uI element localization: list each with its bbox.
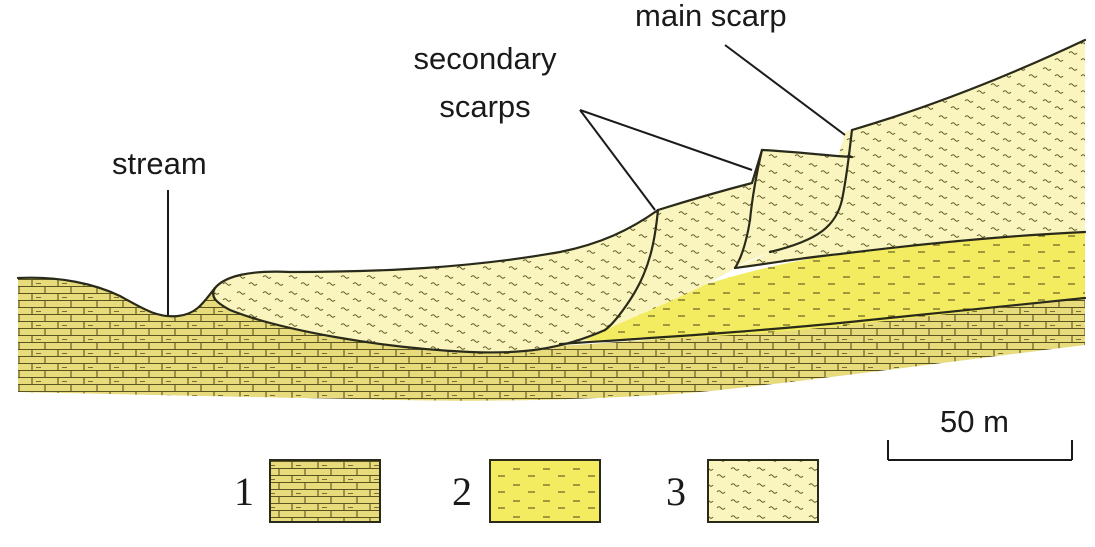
secondary-scarps-label-line1: secondary [413, 41, 557, 76]
legend-swatch-3 [707, 459, 819, 523]
legend-swatch-1 [269, 459, 381, 523]
slump-block-middle [605, 183, 752, 330]
legend-number-1: 1 [234, 469, 254, 514]
upper-slope-surface [850, 38, 1087, 132]
secondary-scarp-lower [603, 208, 660, 332]
scale-bar [887, 440, 1073, 461]
earthflow-outline [212, 208, 660, 354]
unit-2-layer [560, 232, 1085, 341]
slip-surface [558, 296, 1087, 346]
slump-block-upper [735, 150, 852, 268]
main-scarp-line [768, 128, 854, 254]
secondary-scarps-label-line2: scarps [439, 89, 531, 124]
scale-label: 50 m [940, 404, 1009, 439]
legend-number-3: 3 [666, 469, 686, 514]
block-step-1 [750, 148, 764, 185]
main-scarp-leader [724, 44, 846, 136]
main-scarp-label: main scarp [635, 0, 787, 33]
unit-1-bedrock [18, 277, 1085, 401]
secondary-scarp-upper [733, 148, 764, 270]
unit-2-top [733, 230, 1087, 270]
secondary-leader-1 [579, 109, 656, 211]
legend-swatch-2 [489, 459, 601, 523]
earthflow-toe [215, 210, 658, 353]
secondary-leader-2 [579, 109, 753, 171]
block-1-top [760, 148, 854, 159]
stream-label: stream [112, 146, 207, 181]
ground-surface [16, 276, 217, 318]
block-2-top [656, 181, 754, 212]
legend-number-2: 2 [452, 469, 472, 514]
